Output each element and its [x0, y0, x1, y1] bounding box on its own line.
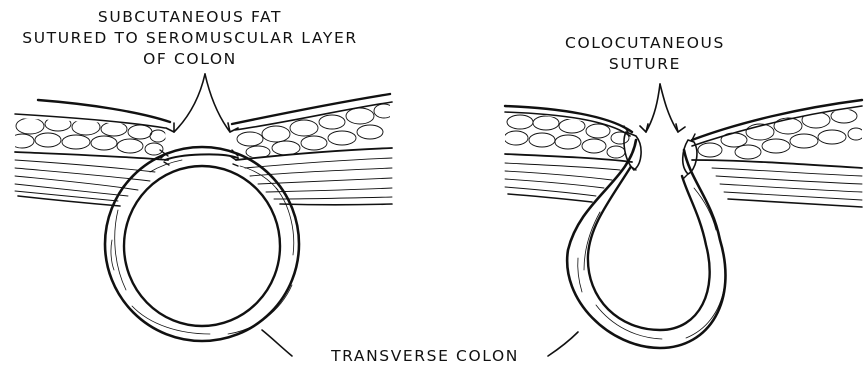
- left-figure-loop-colostomy: [10, 74, 394, 341]
- transverse-colon-pointers: [262, 330, 578, 356]
- right-figure-matured-stoma: [504, 84, 864, 348]
